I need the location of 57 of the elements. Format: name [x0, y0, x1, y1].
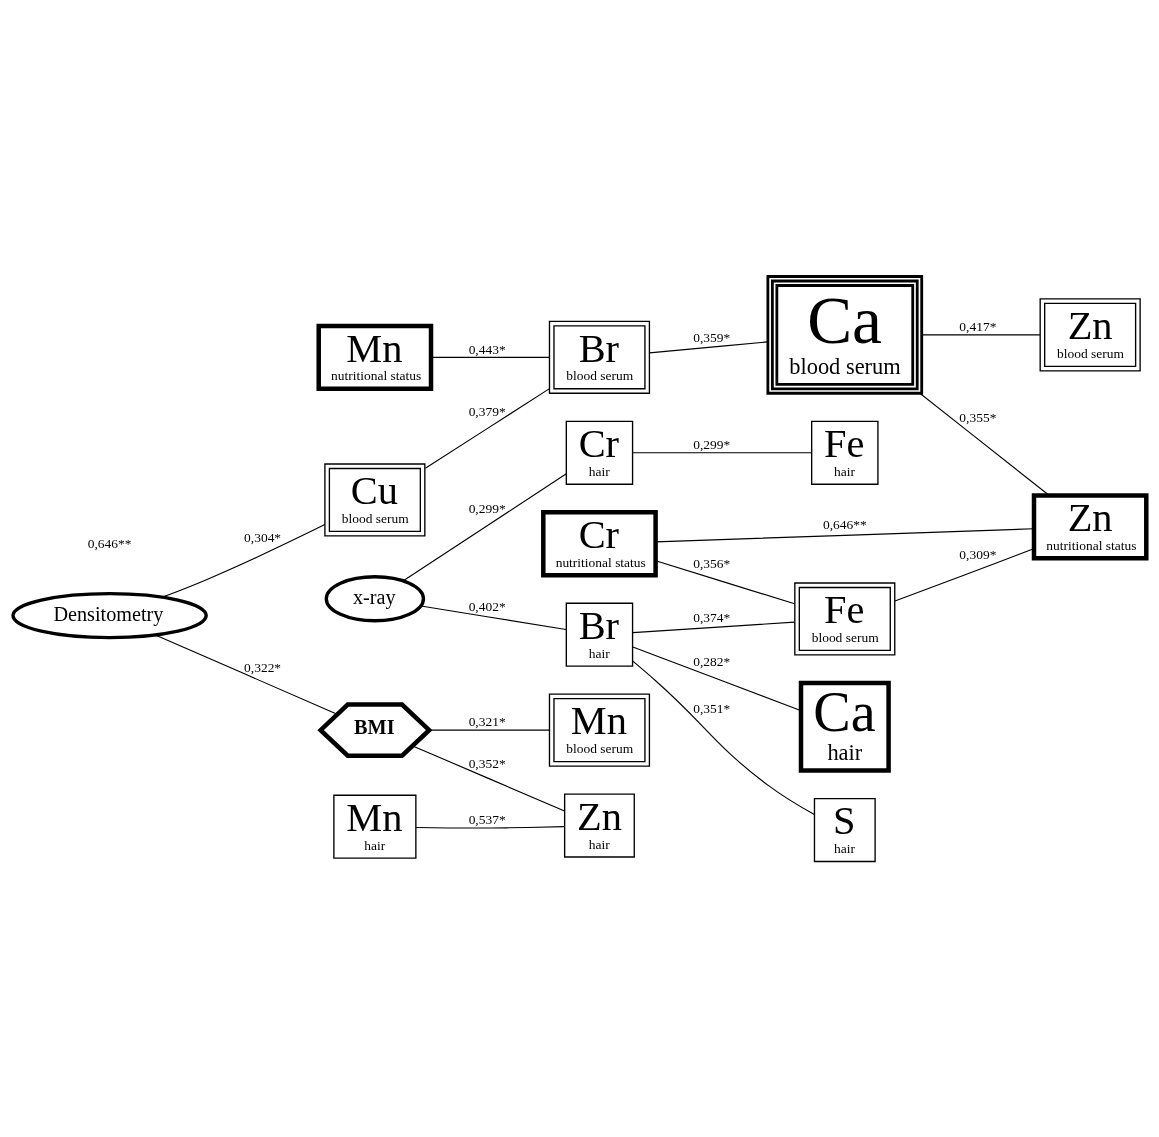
connector: [424, 387, 550, 469]
edge-label: 0,322*: [244, 659, 282, 675]
edge-label: 0,299*: [693, 436, 731, 452]
node-box: Ca hair: [798, 680, 891, 773]
node-box: Mn nutritional status: [316, 323, 434, 391]
edge-label: 0,309*: [959, 546, 997, 562]
edge-label: 0,646**: [822, 516, 867, 532]
edge-label: 0,359*: [693, 329, 731, 345]
node-box: Fe hair: [811, 420, 879, 485]
node-box: Zn nutritional status: [1031, 492, 1149, 561]
connector: [655, 527, 1035, 542]
edge-label: 0,352*: [468, 755, 506, 771]
connector: [655, 559, 796, 604]
connector: [415, 825, 565, 829]
edge-label: 0,417*: [959, 318, 997, 334]
node-box: Br blood serum: [548, 320, 651, 394]
edge-label: 0,379*: [468, 403, 506, 419]
node-ellipse: x-ray: [324, 574, 426, 622]
connector: [632, 621, 795, 633]
connector: [919, 392, 1050, 496]
edge-label: 0,351*: [693, 700, 731, 716]
connector: [412, 744, 566, 812]
node-ellipse: Densitometry: [11, 591, 208, 639]
connector: [428, 729, 550, 731]
edge-label: 0,304*: [244, 529, 282, 545]
node-box: Zn hair: [563, 792, 635, 858]
connector: [632, 451, 813, 453]
node-box: Mn blood serum: [548, 693, 651, 767]
connector: [648, 340, 769, 353]
edge-label: 0,443*: [468, 341, 506, 357]
node-box: S hair: [813, 797, 876, 862]
node-box: Mn hair: [333, 794, 417, 859]
edge-label: 0,355*: [959, 409, 997, 425]
edge-label: 0,537*: [468, 811, 506, 827]
node-box: Cu blood serum: [324, 462, 426, 537]
connector: [162, 523, 326, 598]
connector: [403, 472, 567, 581]
edge-label: 0,299*: [468, 500, 506, 516]
connector: [632, 645, 802, 711]
connector: [632, 660, 815, 815]
edge-label: 0,356*: [693, 555, 731, 571]
node-box: Fe blood serum: [794, 581, 896, 656]
label: 0,646**: [87, 535, 132, 551]
connector: [894, 547, 1035, 601]
edge-label: 0,374*: [693, 609, 731, 625]
node-box: Zn blood serum: [1039, 297, 1141, 371]
edge-label: 0,402*: [468, 598, 506, 614]
connector: [420, 604, 567, 630]
node-box: Ca blood serum: [766, 274, 924, 395]
node-box: Cr nutritional status: [541, 509, 658, 577]
edge-label: 0,321*: [468, 713, 506, 729]
node-box: Br hair: [565, 602, 634, 667]
edge-label: 0,282*: [693, 653, 731, 669]
connector: [921, 333, 1041, 335]
node-box: Cr hair: [565, 420, 634, 485]
connector: [430, 356, 550, 358]
connector: [155, 634, 338, 715]
